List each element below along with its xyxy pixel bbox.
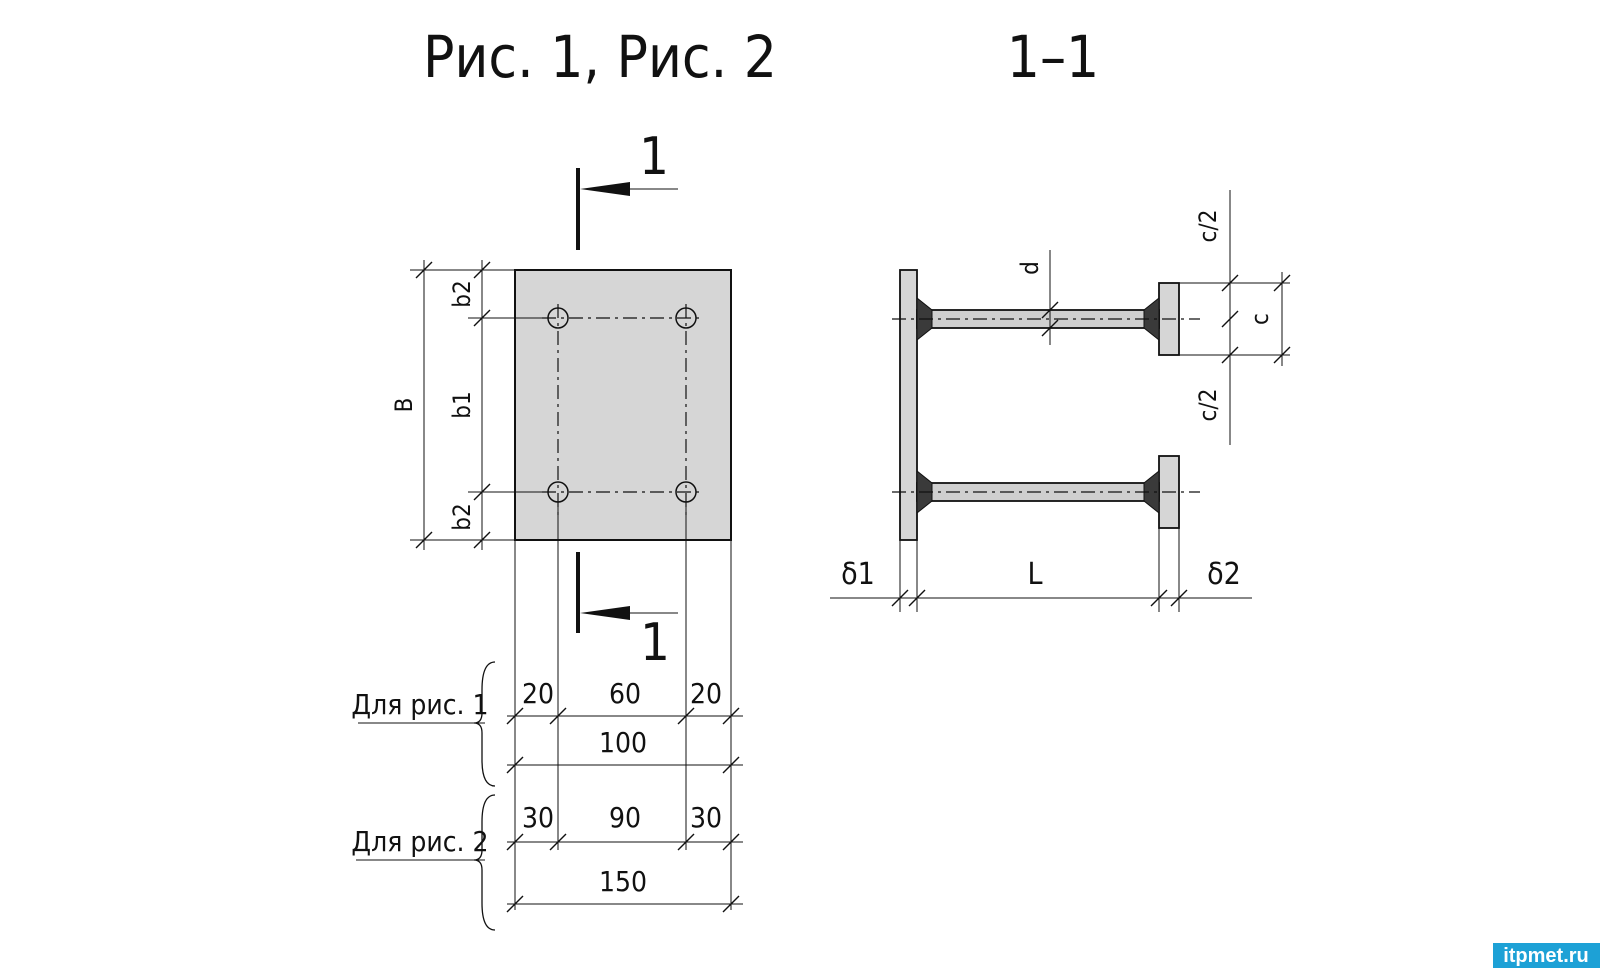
brace-fig2 bbox=[473, 794, 496, 931]
watermark-badge: itpmet.ru bbox=[1493, 943, 1600, 968]
dim-fig2-seg1: 30 bbox=[522, 801, 554, 834]
dim-fig2-seg2: 90 bbox=[609, 801, 641, 834]
watermark-text: itpmet.ru bbox=[1503, 945, 1589, 967]
dim-b1-label: b1 bbox=[448, 391, 476, 418]
dim-d-label: d bbox=[1016, 261, 1044, 275]
dim-b2-top-label: b2 bbox=[448, 280, 476, 307]
row-label-fig1: Для рис. 1 bbox=[351, 688, 488, 721]
dim-fig1-total: 100 bbox=[599, 726, 647, 759]
dim-delta2-label: δ2 bbox=[1207, 557, 1241, 592]
section-arrow-bottom bbox=[580, 606, 630, 620]
brace-fig1 bbox=[473, 661, 496, 787]
section-mark-bottom: 1 bbox=[640, 613, 670, 673]
title-left: Рис. 1, Рис. 2 bbox=[423, 23, 777, 91]
plate-left bbox=[899, 269, 918, 541]
section-arrow-top bbox=[580, 182, 630, 196]
dim-L-label: L bbox=[1027, 557, 1042, 592]
dim-c2-top-label: c/2 bbox=[1194, 210, 1222, 243]
section-mark-top: 1 bbox=[639, 127, 669, 187]
title-right: 1–1 bbox=[1007, 23, 1099, 91]
dim-fig1-seg2: 60 bbox=[609, 677, 641, 710]
dim-fig1-seg1: 20 bbox=[522, 677, 554, 710]
weld bbox=[1143, 296, 1160, 342]
bolt-hole bbox=[675, 307, 697, 329]
row-label-fig2: Для рис. 2 bbox=[351, 825, 488, 858]
dim-fig2-total: 150 bbox=[599, 865, 647, 898]
weld bbox=[1143, 469, 1160, 515]
dimension-row-fig1: Для рис. 1 20 60 20 100 bbox=[351, 661, 743, 787]
dim-delta1-label: δ1 bbox=[841, 557, 875, 592]
dim-fig2-seg3: 30 bbox=[690, 801, 722, 834]
base-plate bbox=[514, 269, 732, 541]
section-view: d c/2 c/2 c δ1 L δ2 bbox=[830, 190, 1291, 612]
plan-view: 1 1 B b2 b1 b2 bbox=[390, 127, 732, 910]
dim-c2-bottom-label: c/2 bbox=[1194, 389, 1222, 422]
dimension-row-fig2: Для рис. 2 30 90 30 150 bbox=[351, 794, 743, 931]
dim-B-label: B bbox=[390, 398, 418, 413]
dim-c-label: c bbox=[1246, 313, 1274, 325]
dim-b2-bottom-label: b2 bbox=[448, 503, 476, 530]
dim-fig1-seg3: 20 bbox=[690, 677, 722, 710]
